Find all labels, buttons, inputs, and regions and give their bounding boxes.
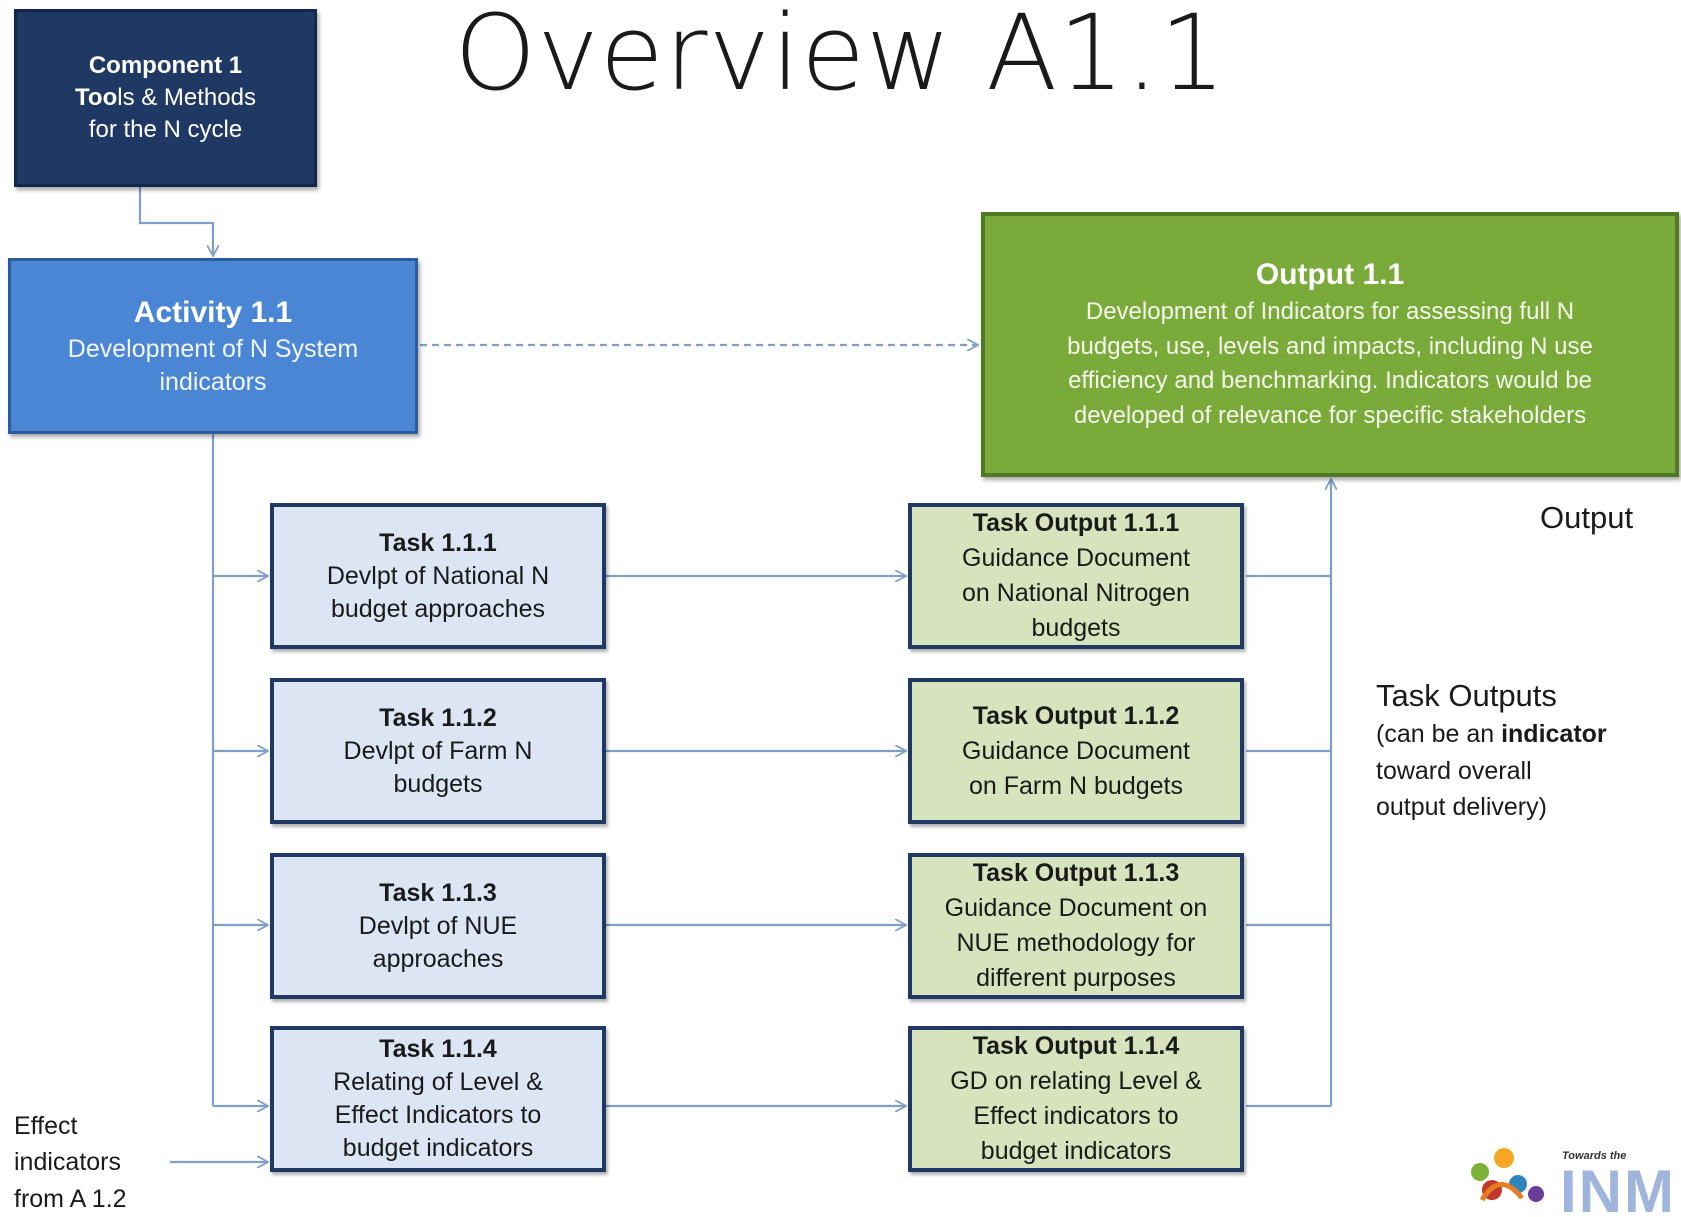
effect-indicators-label: Effect indicators from A 1.2 <box>14 1108 127 1217</box>
task-output-line: NUE methodology for <box>956 929 1196 957</box>
output-side-label: Output <box>1540 500 1634 535</box>
task-output-box-4: Task Output 1.1.4 GD on relating Level &… <box>908 1026 1244 1172</box>
task-line: Effect Indicators to <box>334 1101 542 1129</box>
output-line-2: budgets, use, levels and impacts, includ… <box>1067 332 1593 360</box>
task-line: approaches <box>372 944 504 973</box>
task-output-line: on National Nitrogen <box>962 579 1190 607</box>
component-line-3: for the N cycle <box>88 115 243 143</box>
task-box-1: Task 1.1.1 Devlpt of National N budget a… <box>270 503 606 649</box>
task-output-line: on Farm N budgets <box>969 771 1183 800</box>
task-output-line: different purposes <box>976 964 1176 992</box>
task-heading: Task 1.1.4 <box>379 1035 497 1063</box>
task-output-box-3: Task Output 1.1.3 Guidance Document on N… <box>908 853 1244 999</box>
task-line: Relating of Level & <box>333 1068 543 1096</box>
task-output-heading: Task Output 1.1.1 <box>972 509 1180 537</box>
task-box-2: Task 1.1.2 Devlpt of Farm N budgets <box>270 678 606 824</box>
activity-line-2: indicators <box>159 367 267 396</box>
activity-box: Activity 1.1 Development of N System ind… <box>8 258 418 434</box>
task-line: budgets <box>393 769 483 798</box>
component-line-1: Component 1 <box>88 52 243 80</box>
logo-small-text: Towards the <box>1562 1150 1627 1162</box>
task-line: Devlpt of National N <box>326 561 550 590</box>
task-line: Devlpt of Farm N <box>343 736 533 765</box>
logo-big-text: INM <box>1560 1158 1676 1213</box>
connector-component-activity <box>138 187 213 256</box>
task-output-line: budgets <box>1031 614 1121 642</box>
page-title: Overview A1.1 <box>454 0 1227 114</box>
task-output-heading: Task Output 1.1.3 <box>972 859 1180 887</box>
task-output-line: budget indicators <box>980 1137 1172 1165</box>
task-heading: Task 1.1.3 <box>379 878 497 907</box>
task-line: budget approaches <box>330 594 546 623</box>
task-output-line: Guidance Document on <box>944 894 1208 922</box>
component-line-2: Tools & Methods <box>75 84 256 112</box>
output-heading: Output 1.1 <box>1255 258 1405 292</box>
output-line-3: efficiency and benchmarking. Indicators … <box>1068 367 1592 395</box>
task-outputs-label-heading: Task Outputs <box>1376 678 1557 713</box>
task-heading: Task 1.1.2 <box>379 703 497 732</box>
task-output-line: Effect indicators to <box>973 1102 1179 1130</box>
task-outputs-label-line-2: toward overall <box>1376 756 1532 785</box>
output-box: Output 1.1 Development of Indicators for… <box>981 212 1679 477</box>
effect-label-line-1: Effect <box>14 1112 78 1140</box>
task-box-4: Task 1.1.4 Relating of Level & Effect In… <box>270 1026 606 1172</box>
task-output-heading: Task Output 1.1.4 <box>972 1032 1180 1060</box>
output-line-1: Development of Indicators for assessing … <box>1085 297 1575 325</box>
task-line: budget indicators <box>342 1134 534 1162</box>
task-output-line: Guidance Document <box>962 736 1190 765</box>
activity-heading: Activity 1.1 <box>133 296 293 330</box>
effect-label-line-3: from A 1.2 <box>14 1184 127 1213</box>
task-heading: Task 1.1.1 <box>379 528 497 557</box>
task-output-line: GD on relating Level & <box>950 1067 1202 1095</box>
task-outputs-label-line-1: (can be an indicator <box>1376 720 1607 749</box>
logo-graphic-icon <box>1471 1148 1544 1202</box>
task-outputs-label-line-3: output delivery) <box>1376 792 1547 821</box>
effect-label-line-2: indicators <box>14 1148 121 1177</box>
inms-logo: Towards the INM <box>1452 1140 1681 1212</box>
task-box-3: Task 1.1.3 Devlpt of NUE approaches <box>270 853 606 999</box>
task-output-box-1: Task Output 1.1.1 Guidance Document on N… <box>908 503 1244 649</box>
task-line: Devlpt of NUE <box>358 911 518 940</box>
activity-line-1: Development of N System <box>67 334 359 363</box>
component-box: Component 1 Tools & Methods for the N cy… <box>14 9 317 187</box>
task-output-line: Guidance Document <box>962 544 1190 572</box>
output-line-4: developed of relevance for specific stak… <box>1073 402 1587 430</box>
task-outputs-side-label: Task Outputs (can be an indicator toward… <box>1376 676 1676 825</box>
task-output-heading: Task Output 1.1.2 <box>972 701 1180 730</box>
task-output-box-2: Task Output 1.1.2 Guidance Document on F… <box>908 678 1244 824</box>
